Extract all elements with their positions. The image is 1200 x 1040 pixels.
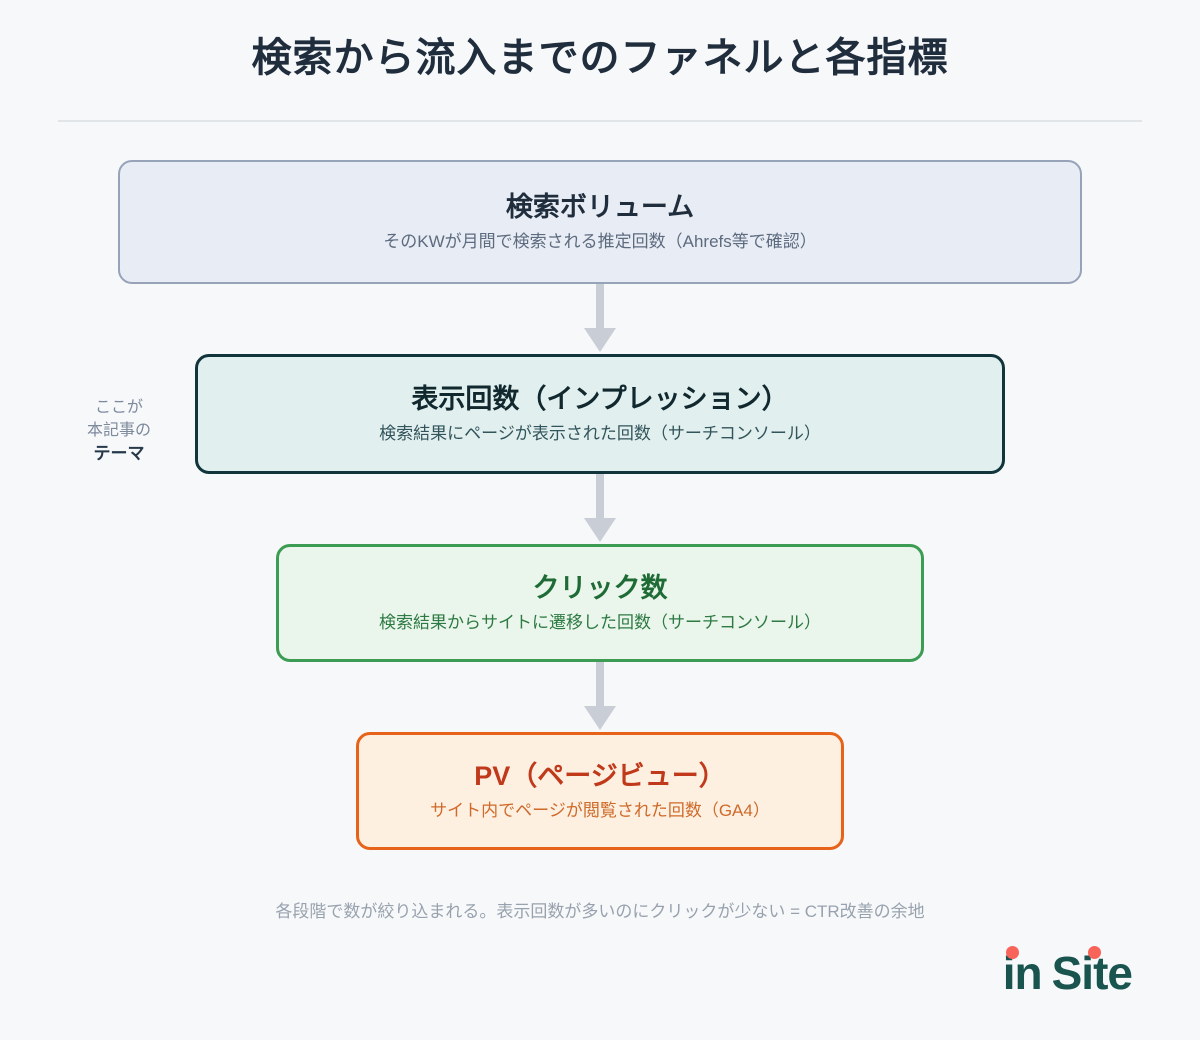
logo-dot-i xyxy=(1005,946,1019,959)
down-arrow-icon xyxy=(584,662,616,730)
down-arrow-icon xyxy=(584,284,616,352)
stage-description: そのKWが月間で検索される推定回数（Ahrefs等で確認） xyxy=(383,232,817,252)
footer-note: 各段階で数が絞り込まれる。表示回数が多いのにクリックが少ない = CTR改善の余… xyxy=(275,902,925,921)
logo-word-site: Site xyxy=(1052,946,1133,996)
stage-description: 検索結果にページが表示された回数（サーチコンソール） xyxy=(379,423,821,443)
logo-dot-site xyxy=(1087,946,1101,959)
funnel-arrow-3 xyxy=(0,662,1200,732)
funnel-arrow-2 xyxy=(0,474,1200,544)
funnel-stage-pageviews[interactable]: PV（ページビュー） サイト内でページが閲覧された回数（GA4） xyxy=(356,732,844,850)
funnel-stage-clicks[interactable]: クリック数 検索結果からサイトに遷移した回数（サーチコンソール） xyxy=(276,544,924,662)
funnel-stage-search-volume[interactable]: 検索ボリューム そのKWが月間で検索される推定回数（Ahrefs等で確認） xyxy=(118,160,1082,284)
page-title: 検索から流入までのファネルと各指標 xyxy=(251,36,949,80)
funnel-stage-impressions[interactable]: 表示回数（インプレッション） 検索結果にページが表示された回数（サーチコンソール… xyxy=(195,354,1005,474)
logo-word-in: in xyxy=(1003,946,1043,996)
stage-title: PV（ページビュー） xyxy=(474,761,726,792)
side-annotation-line2: 本記事の xyxy=(86,422,151,440)
side-annotation-line1: ここが xyxy=(94,399,143,416)
funnel-stage-row-4: PV（ページビュー） サイト内でページが閲覧された回数（GA4） xyxy=(0,732,1200,850)
stage-description: サイト内でページが閲覧された回数（GA4） xyxy=(430,800,770,820)
funnel-stage-row-3: クリック数 検索結果からサイトに遷移した回数（サーチコンソール） xyxy=(0,544,1200,662)
side-annotation-emphasis: テーマ xyxy=(93,444,145,464)
brand-logo: in Site xyxy=(1003,946,1133,996)
stage-description: 検索結果からサイトに遷移した回数（サーチコンソール） xyxy=(379,612,821,632)
funnel-stage-row-2: 表示回数（インプレッション） 検索結果にページが表示された回数（サーチコンソール… xyxy=(0,354,1200,474)
down-arrow-icon xyxy=(584,474,616,542)
title-divider xyxy=(58,120,1142,122)
side-annotation: ここが 本記事の テーマ xyxy=(44,396,194,467)
funnel-diagram: 検索ボリューム そのKWが月間で検索される推定回数（Ahrefs等で確認） 表示… xyxy=(0,160,1200,850)
stage-title: クリック数 xyxy=(532,573,668,604)
funnel-arrow-1 xyxy=(0,284,1200,354)
funnel-stage-row-1: 検索ボリューム そのKWが月間で検索される推定回数（Ahrefs等で確認） xyxy=(0,160,1200,284)
stage-title: 表示回数（インプレッション） xyxy=(411,384,789,415)
stage-title: 検索ボリューム xyxy=(505,191,695,222)
